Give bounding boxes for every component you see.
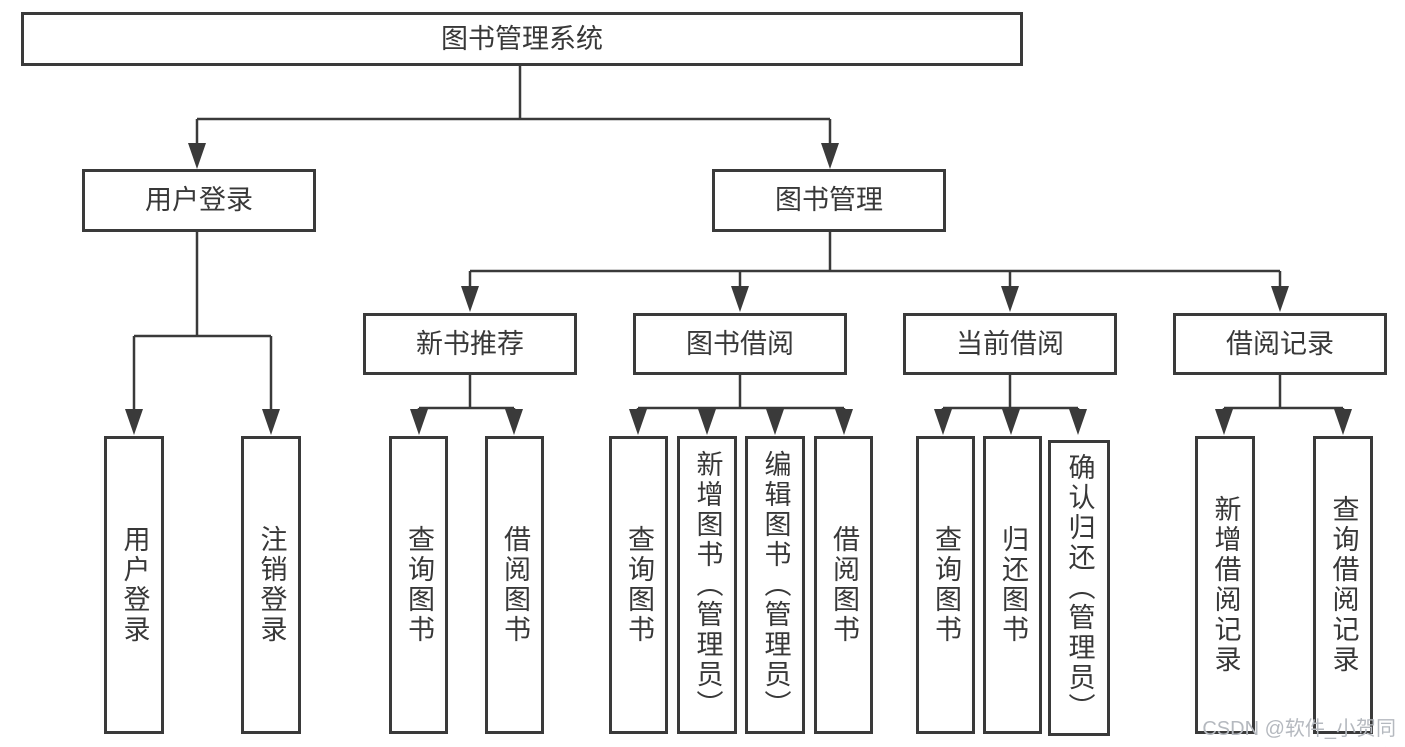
leaf-query-borrow-record: 查询借阅记录 — [1313, 436, 1373, 734]
node-current-borrowing: 当前借阅 — [903, 313, 1117, 375]
leaf-label: 查询图书 — [404, 525, 435, 645]
leaf-add-book-admin: 新增图书（管理员） — [677, 436, 737, 734]
leaf-label: 新增图书（管理员） — [692, 450, 723, 720]
leaf-borrow-books: 借阅图书 — [814, 436, 873, 734]
leaf-label: 注销登录 — [256, 525, 287, 645]
node-label: 用户登录 — [145, 185, 253, 215]
leaf-label: 归还图书 — [998, 525, 1029, 645]
leaf-logout: 注销登录 — [241, 436, 301, 734]
leaf-label: 借阅图书 — [500, 525, 531, 645]
csdn-watermark: CSDN @软件_小贺同学 — [1202, 718, 1396, 740]
node-library-management-system: 图书管理系统 — [21, 12, 1023, 66]
leaf-query-books-recommend: 查询图书 — [389, 436, 448, 734]
leaf-label: 确认归还（管理员） — [1064, 453, 1095, 723]
leaf-return-books: 归还图书 — [983, 436, 1042, 734]
leaf-borrow-books-recommend: 借阅图书 — [485, 436, 544, 734]
leaf-confirm-return-admin: 确认归还（管理员） — [1048, 440, 1110, 736]
leaf-label: 用户登录 — [119, 525, 150, 645]
node-label: 图书借阅 — [686, 328, 794, 359]
node-label: 图书管理 — [775, 185, 883, 215]
leaf-label: 查询借阅记录 — [1328, 495, 1359, 675]
leaf-add-borrow-record: 新增借阅记录 — [1195, 436, 1255, 734]
node-book-management: 图书管理 — [712, 169, 946, 232]
leaf-label: 新增借阅记录 — [1210, 495, 1241, 675]
node-label: 图书管理系统 — [441, 23, 603, 54]
node-book-borrowing: 图书借阅 — [633, 313, 847, 375]
node-label: 当前借阅 — [956, 328, 1064, 359]
leaf-query-books-current: 查询图书 — [916, 436, 975, 734]
leaf-label: 查询图书 — [624, 525, 655, 645]
node-user-login: 用户登录 — [82, 169, 316, 232]
leaf-edit-book-admin: 编辑图书（管理员） — [745, 436, 805, 734]
node-borrow-records: 借阅记录 — [1173, 313, 1387, 375]
node-label: 新书推荐 — [416, 328, 524, 359]
leaf-query-books-borrowing: 查询图书 — [609, 436, 668, 734]
leaf-user-login: 用户登录 — [104, 436, 164, 734]
leaf-label: 查询图书 — [931, 525, 962, 645]
node-new-book-recommend: 新书推荐 — [363, 313, 577, 375]
leaf-label: 编辑图书（管理员） — [760, 450, 791, 720]
node-label: 借阅记录 — [1226, 328, 1334, 359]
leaf-label: 借阅图书 — [829, 525, 860, 645]
